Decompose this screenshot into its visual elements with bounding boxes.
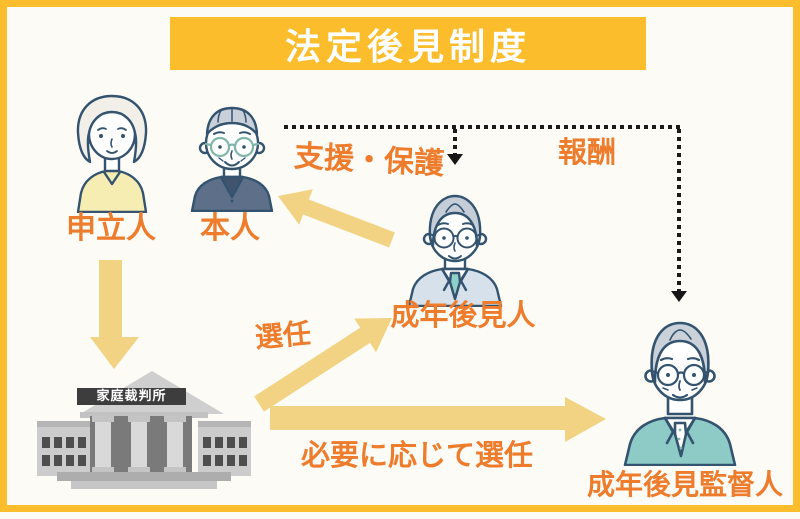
arrow-appoint-supervisor [270,397,606,442]
principal-glasses [204,136,260,158]
guardian-glasses [429,227,482,249]
reward-dotted-line-horizontal [284,125,681,129]
supervisor-figure [623,321,737,466]
applicant-label: 申立人 [66,211,156,246]
appoint-label: 選任 [253,316,313,355]
arrow-application-to-court [90,260,139,369]
court-windows [42,437,247,466]
supervisor-label: 成年後見監督人 [586,468,783,501]
supervisor-body [623,321,737,466]
reward-dotted-line-to-guardian [453,129,457,155]
applicant-hair [76,94,148,164]
court-name-plate: 家庭裁判所 [77,388,186,405]
reward-arrowhead-guardian-icon [447,154,463,165]
reward-dotted-line-to-supervisor [677,129,681,292]
applicant-body [76,94,148,213]
supervisor-glasses [650,363,712,387]
principal-label: 本人 [200,211,260,246]
support-protect-label: 支援・保護 [293,139,445,182]
arrow-support-to-principal [278,189,395,248]
guardian-tie [448,271,462,301]
applicant-figure [76,94,148,213]
guardian-hair [428,194,482,248]
court-columns [92,416,186,472]
supervisor-tie [673,421,688,458]
supervisor-hair [650,321,710,384]
reward-label: 報酬 [557,135,616,169]
guardian-label: 成年後見人 [390,298,536,332]
guardian-body [407,194,503,307]
principal-body [190,106,274,212]
appoint-as-needed-label: 必要に応じて選任 [300,438,533,472]
principal-figure [190,106,274,212]
reward-arrowhead-supervisor-icon [671,291,687,302]
guardian-figure [407,194,503,307]
diagram-title: 法定後見制度 [284,26,531,68]
court-name: 家庭裁判所 [96,389,167,404]
title-banner: 法定後見制度 [170,17,646,70]
